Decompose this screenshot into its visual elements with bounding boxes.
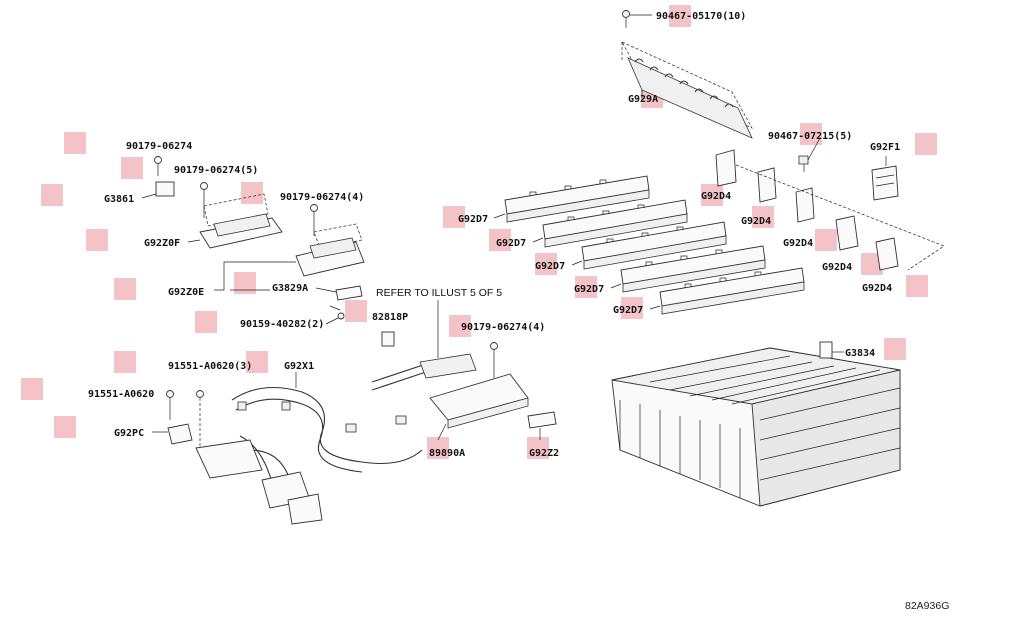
highlight-marker[interactable] (234, 272, 256, 294)
bracket (715, 149, 737, 187)
label-90467-07215[interactable]: 90467-07215(5) (768, 131, 852, 142)
figure-code: 82A936G (905, 600, 949, 612)
bolt-icon (310, 204, 318, 212)
label-90159-40282[interactable]: 90159-40282(2) (240, 319, 324, 330)
bracket-g3829a (335, 285, 363, 301)
label-g92d4[interactable]: G92D4 (783, 238, 813, 249)
battery-pack (611, 341, 901, 507)
highlight-marker[interactable] (575, 276, 597, 298)
label-91551-a0620-3[interactable]: 91551-A0620(3) (168, 361, 252, 372)
highlight-marker[interactable] (86, 229, 108, 251)
label-90179-06274-5[interactable]: 90179-06274(5) (174, 165, 258, 176)
connector-block (195, 439, 263, 479)
bolt-icon (490, 342, 498, 350)
label-g92d4[interactable]: G92D4 (822, 262, 852, 273)
highlight-marker[interactable] (241, 182, 263, 204)
junction-block (371, 300, 557, 441)
highlight-marker[interactable] (535, 253, 557, 275)
label-g92d4[interactable]: G92D4 (862, 283, 892, 294)
sensor-g3834 (819, 341, 833, 359)
label-g92z2[interactable]: G92Z2 (529, 448, 559, 459)
label-g92d4[interactable]: G92D4 (741, 216, 771, 227)
highlight-marker[interactable] (41, 184, 63, 206)
label-g929a[interactable]: G929A (628, 94, 658, 105)
brackets-g92d4 (715, 137, 945, 271)
connector-82818p (381, 331, 395, 347)
sensor-g3861 (155, 181, 175, 197)
label-g3834[interactable]: G3834 (845, 348, 875, 359)
highlight-marker[interactable] (195, 311, 217, 333)
wire-harness (152, 372, 423, 525)
highlight-marker[interactable] (21, 378, 43, 400)
connector (871, 165, 899, 201)
highlight-marker[interactable] (345, 300, 367, 322)
highlight-marker[interactable] (246, 351, 268, 373)
refer-note: REFER TO ILLUST 5 OF 5 (376, 287, 502, 299)
label-g92d7[interactable]: G92D7 (458, 214, 488, 225)
label-90179-06274-4[interactable]: 90179-06274(4) (461, 322, 545, 333)
label-g92z0f[interactable]: G92Z0F (144, 238, 180, 249)
part-labels: 90467-05170(10) G929A 90467-07215(5) G92… (88, 11, 949, 612)
label-g3861[interactable]: G3861 (104, 194, 134, 205)
highlight-markers (21, 5, 937, 459)
bracket (835, 215, 859, 251)
cell-covers-g92d7 (493, 175, 805, 315)
label-90179-06274[interactable]: 90179-06274 (126, 141, 192, 152)
label-90179-06274-4[interactable]: 90179-06274(4) (280, 192, 364, 203)
highlight-marker[interactable] (800, 123, 822, 145)
highlight-marker[interactable] (815, 229, 837, 251)
bolt-icon (622, 10, 630, 18)
highlight-marker[interactable] (915, 133, 937, 155)
highlight-marker[interactable] (443, 206, 465, 228)
highlight-marker[interactable] (701, 184, 723, 206)
highlight-marker[interactable] (114, 351, 136, 373)
label-89890a[interactable]: 89890A (429, 448, 465, 459)
label-g92d7[interactable]: G92D7 (613, 305, 643, 316)
label-g92x1[interactable]: G92X1 (284, 361, 314, 372)
highlight-marker[interactable] (527, 437, 549, 459)
ecu-brackets (141, 156, 365, 325)
highlight-marker[interactable] (884, 338, 906, 360)
label-91551-a0620[interactable]: 91551-A0620 (88, 389, 154, 400)
clamp-g92pc (167, 423, 193, 445)
highlight-marker[interactable] (489, 229, 511, 251)
bolt-icon (166, 390, 174, 398)
highlight-marker[interactable] (752, 206, 774, 228)
bolt-icon (154, 156, 162, 164)
bracket (757, 167, 777, 203)
highlight-marker[interactable] (114, 278, 136, 300)
highlight-marker[interactable] (861, 253, 883, 275)
highlight-marker[interactable] (669, 5, 691, 27)
connector-g92f1 (871, 156, 899, 201)
label-90467-05170[interactable]: 90467-05170(10) (656, 11, 746, 22)
highlight-marker[interactable] (449, 315, 471, 337)
highlight-marker[interactable] (54, 416, 76, 438)
bolt-icon (200, 182, 208, 190)
highlight-marker[interactable] (621, 297, 643, 319)
fuse-g92z2 (527, 411, 557, 429)
label-g92z0e[interactable]: G92Z0E (168, 287, 204, 298)
label-g92f1[interactable]: G92F1 (870, 142, 900, 153)
label-82818p[interactable]: 82818P (372, 312, 408, 323)
highlight-marker[interactable] (64, 132, 86, 154)
nut-icon (798, 155, 809, 165)
label-g92d7[interactable]: G92D7 (574, 284, 604, 295)
label-g92d7[interactable]: G92D7 (535, 261, 565, 272)
highlight-marker[interactable] (906, 275, 928, 297)
bracket (875, 237, 899, 271)
bolt-icon (196, 390, 204, 398)
label-g92pc[interactable]: G92PC (114, 428, 144, 439)
busbar-module (621, 10, 753, 139)
label-g3829a[interactable]: G3829A (272, 283, 308, 294)
highlight-marker[interactable] (427, 437, 449, 459)
highlight-marker[interactable] (121, 157, 143, 179)
bracket (795, 187, 815, 223)
bolt-icon (337, 312, 345, 320)
connector-block (287, 493, 323, 525)
label-g92d7[interactable]: G92D7 (496, 238, 526, 249)
label-g92d4[interactable]: G92D4 (701, 191, 731, 202)
